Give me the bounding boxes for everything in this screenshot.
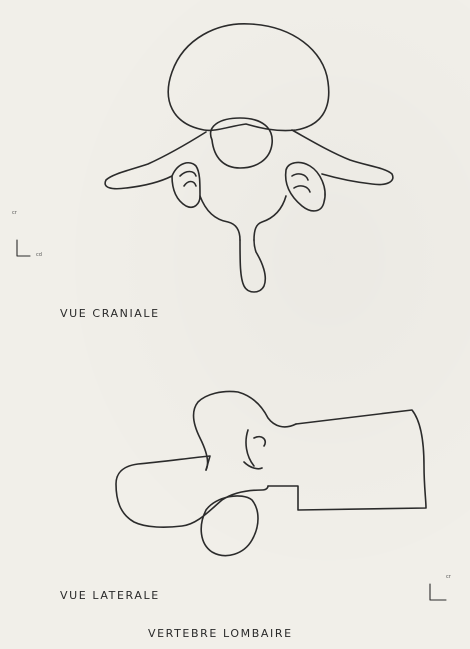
cranial-lamina (200, 196, 286, 240)
cranial-vertebral-body (168, 24, 328, 131)
cranial-spinous-process (240, 240, 265, 292)
lateral-axis-marker (430, 584, 446, 600)
cranial-axis-horizontal-label: cd (36, 252, 42, 258)
cranial-right-transverse-process (292, 130, 393, 185)
cranial-left-facet (180, 172, 196, 187)
cranial-left-transverse-process (105, 132, 206, 189)
lateral-inferior-process (201, 496, 258, 556)
caption-lateral-view: VUE LATERALE (60, 589, 160, 602)
lateral-facet-notch (244, 430, 265, 469)
figure-title: VERTEBRE LOMBAIRE (148, 627, 293, 640)
lateral-axis-vertical-label: cr (446, 574, 451, 580)
lateral-view (116, 391, 426, 555)
lateral-spinous-process (116, 456, 268, 527)
caption-cranial-view: VUE CRANIALE (60, 307, 160, 320)
cranial-axis-marker (17, 240, 30, 256)
cranial-view (105, 24, 393, 292)
cranial-right-facet (292, 174, 310, 192)
cranial-axis-vertical-label: cr (12, 210, 17, 216)
